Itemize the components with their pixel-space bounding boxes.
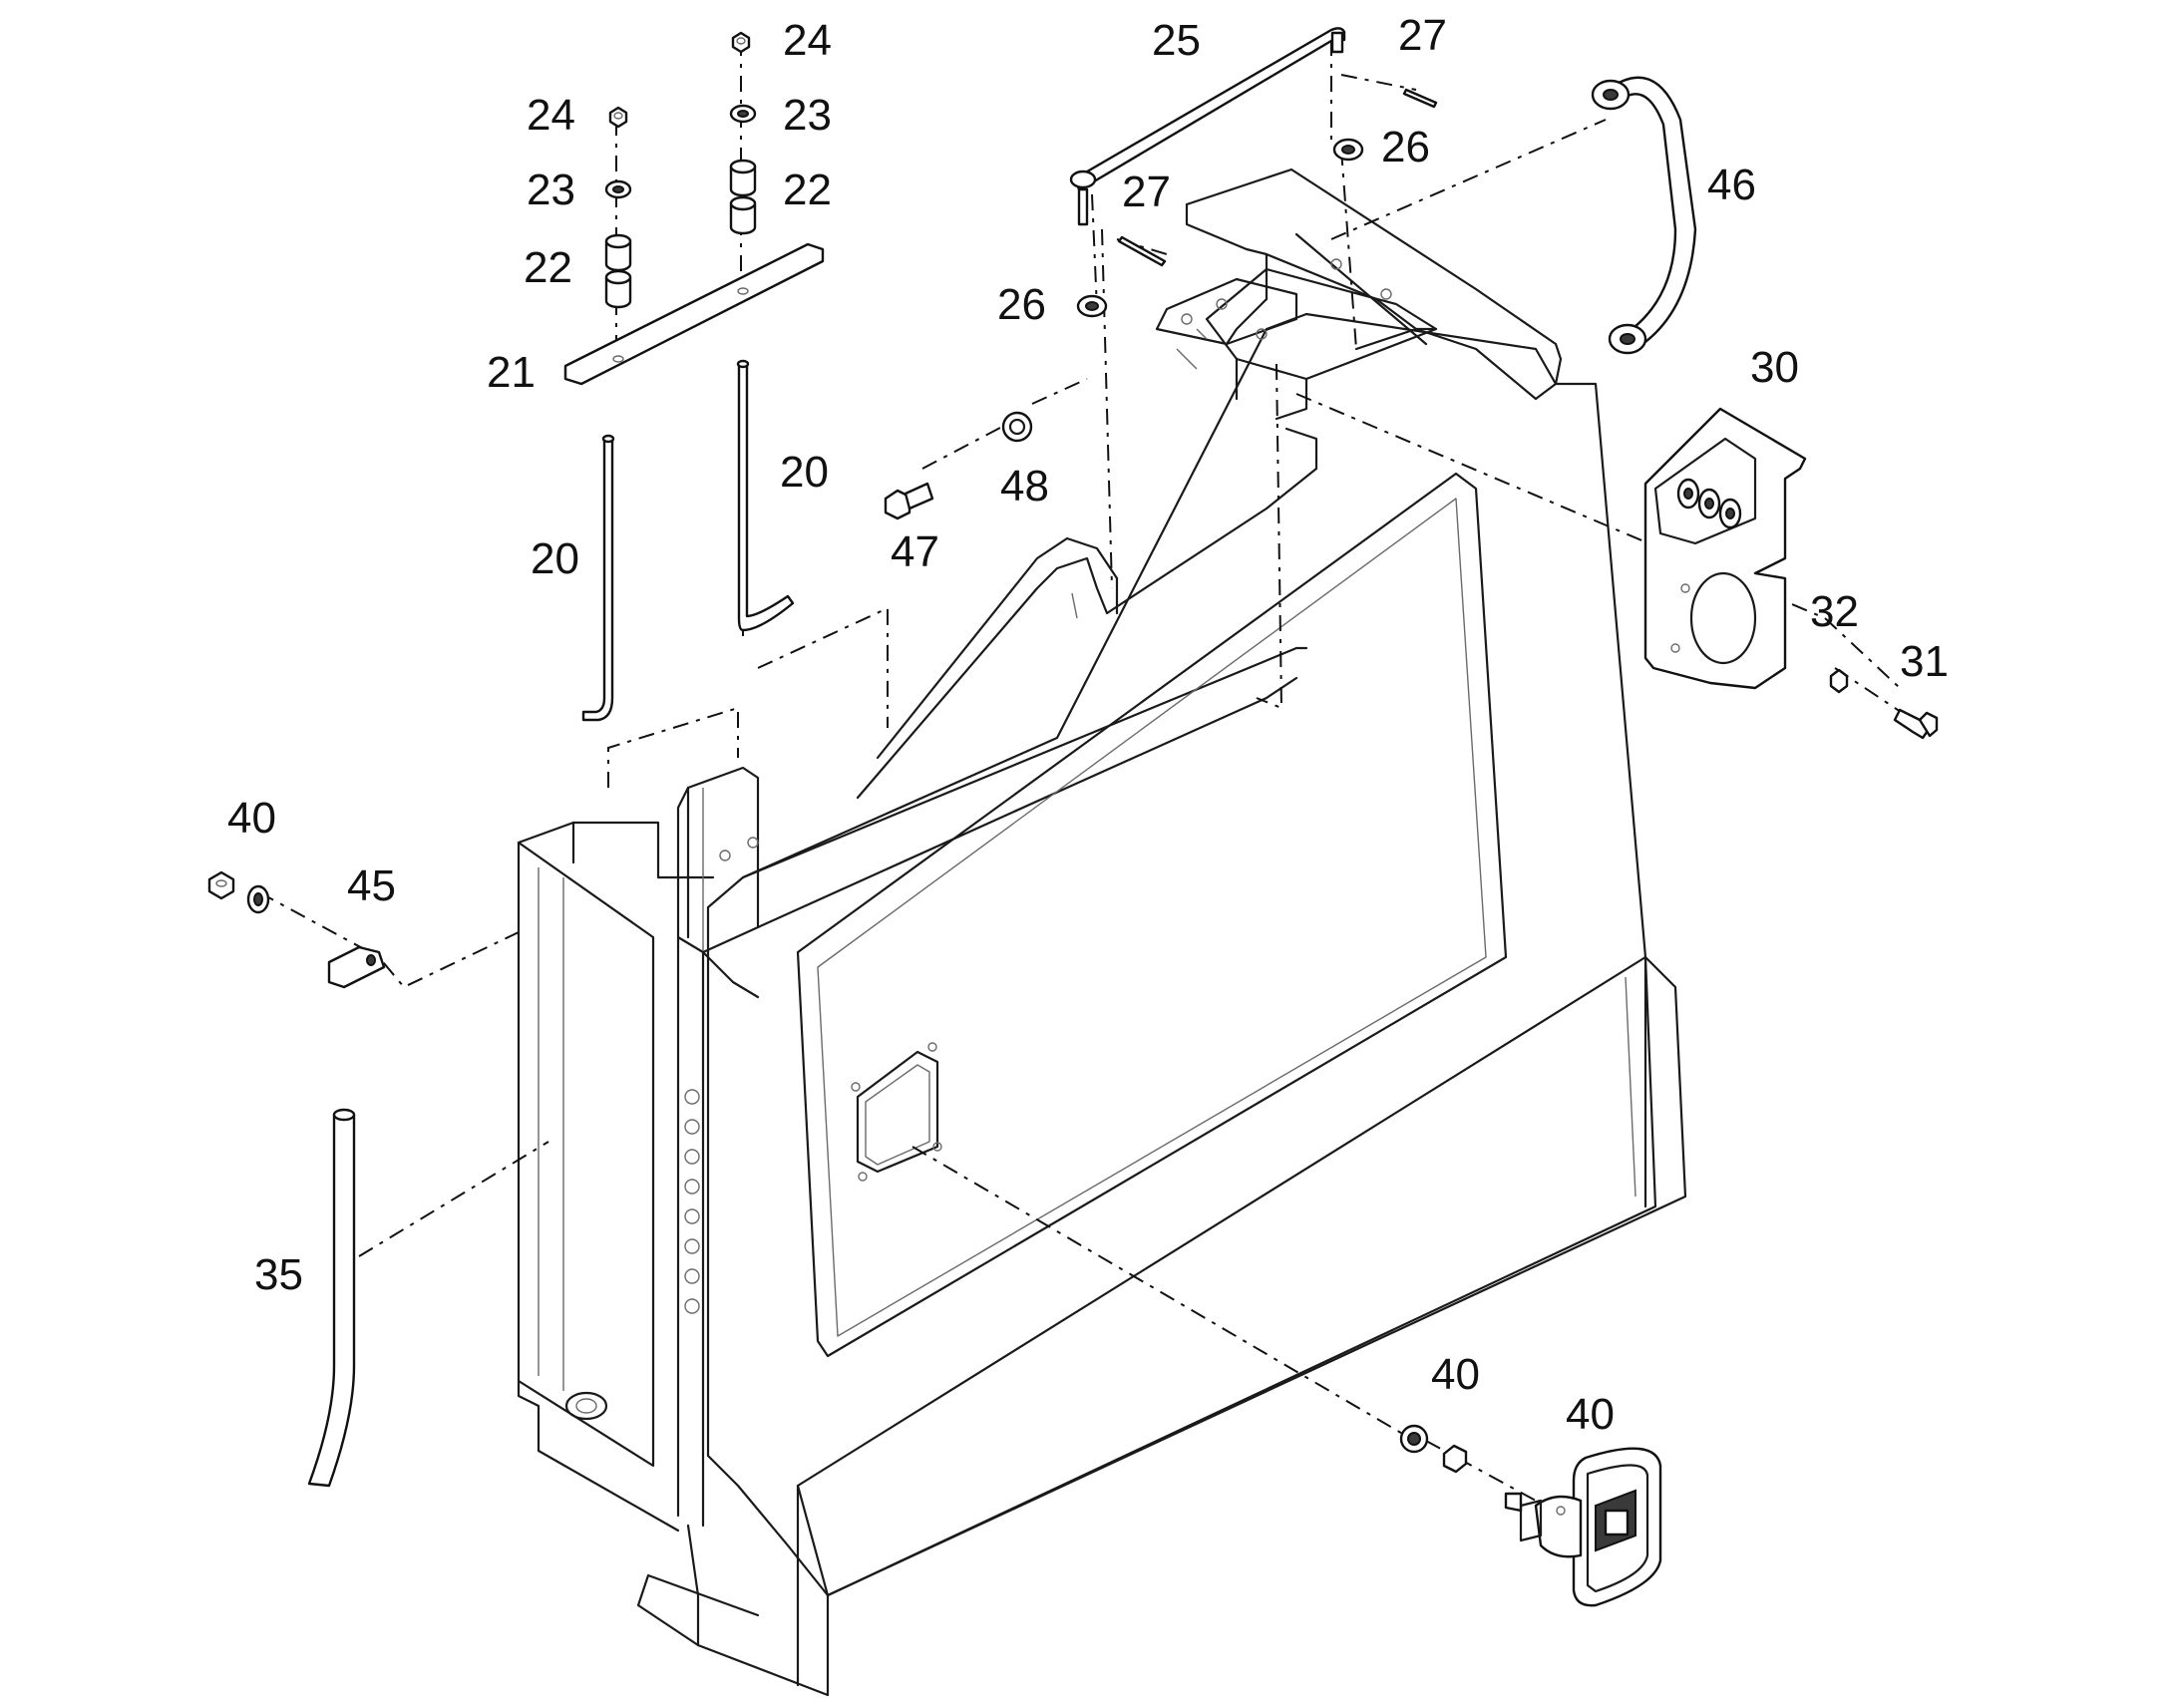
callout-45: 45 — [347, 861, 396, 910]
rod-20-a — [581, 434, 615, 722]
callout-31: 31 — [1900, 637, 1949, 686]
hose-35 — [307, 1108, 356, 1488]
callout-30: 30 — [1750, 343, 1799, 392]
callout-48: 48 — [1000, 462, 1049, 511]
callout-27: 27 — [1398, 11, 1447, 60]
callout-22: 22 — [524, 243, 572, 292]
callout-40: 40 — [227, 794, 276, 843]
rod-20-b — [736, 359, 795, 632]
callout-23: 23 — [783, 91, 832, 140]
nut-40-lower — [1442, 1444, 1468, 1474]
callout-21: 21 — [487, 348, 536, 397]
callout-20: 20 — [780, 448, 829, 497]
bracket-30 — [1643, 407, 1807, 690]
assembly-lines — [258, 40, 1911, 1502]
callout-26: 26 — [1381, 123, 1430, 171]
washer-48 — [1001, 411, 1033, 443]
nut-24-b — [731, 31, 751, 54]
cotter-pin-27-a — [1402, 88, 1438, 109]
callout-23: 23 — [527, 166, 575, 214]
callout-35: 35 — [254, 1250, 303, 1299]
callout-22: 22 — [783, 166, 832, 214]
rod-25 — [1069, 27, 1346, 226]
connector-socket-40 — [1504, 1447, 1662, 1607]
bushing-22-a — [604, 233, 632, 309]
nut-24-a — [608, 106, 628, 129]
handle-46 — [1591, 76, 1697, 355]
callout-24: 24 — [527, 91, 575, 140]
callout-labels: 24 24 23 23 22 22 21 20 20 25 27 27 26 2… — [227, 11, 1949, 1439]
callout-26: 26 — [997, 280, 1046, 329]
washer-26-b — [1076, 294, 1108, 318]
callout-46: 46 — [1707, 161, 1756, 209]
tab-bracket-45 — [327, 945, 386, 989]
callout-40: 40 — [1431, 1350, 1480, 1399]
washer-40-lower — [1399, 1424, 1429, 1454]
callout-24: 24 — [783, 16, 832, 65]
plate-21 — [563, 242, 825, 386]
cotter-pin-27-b — [1117, 235, 1167, 267]
callout-27: 27 — [1122, 168, 1171, 216]
screw-31 — [1893, 708, 1939, 740]
nut-32 — [1829, 668, 1849, 694]
main-housing — [517, 168, 1687, 1697]
callout-47: 47 — [891, 527, 939, 576]
washer-23-b — [729, 104, 757, 124]
washer-26-a — [1332, 138, 1364, 162]
nut-40-left — [207, 870, 235, 900]
callout-32: 32 — [1810, 587, 1859, 636]
callout-20: 20 — [531, 534, 579, 583]
washer-23-a — [604, 179, 632, 199]
bolt-47 — [884, 482, 934, 520]
callout-40: 40 — [1566, 1390, 1615, 1439]
callout-25: 25 — [1152, 16, 1201, 65]
washer-40-left — [246, 884, 270, 914]
side-connector-strip — [684, 1089, 700, 1314]
bushing-22-b — [729, 159, 757, 235]
